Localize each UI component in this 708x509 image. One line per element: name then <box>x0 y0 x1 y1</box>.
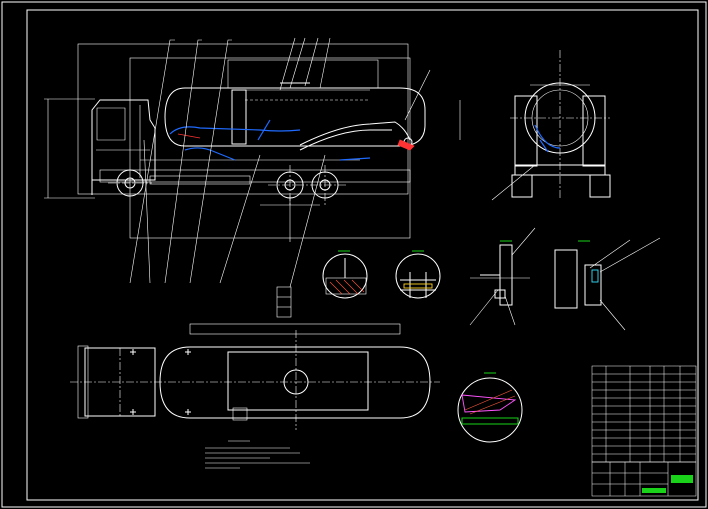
detail-view-4 <box>554 237 661 331</box>
detail-view-1 <box>322 250 368 299</box>
detail-view-3 <box>469 227 536 326</box>
detail-view-2 <box>395 250 441 299</box>
technical-notes <box>205 440 310 469</box>
truck-top-view <box>70 323 440 430</box>
parts-list-table <box>591 365 697 463</box>
truck-rear-view <box>491 50 611 201</box>
detail-view-5 <box>457 372 523 443</box>
title-block <box>591 461 697 497</box>
truck-side-view <box>44 37 461 318</box>
